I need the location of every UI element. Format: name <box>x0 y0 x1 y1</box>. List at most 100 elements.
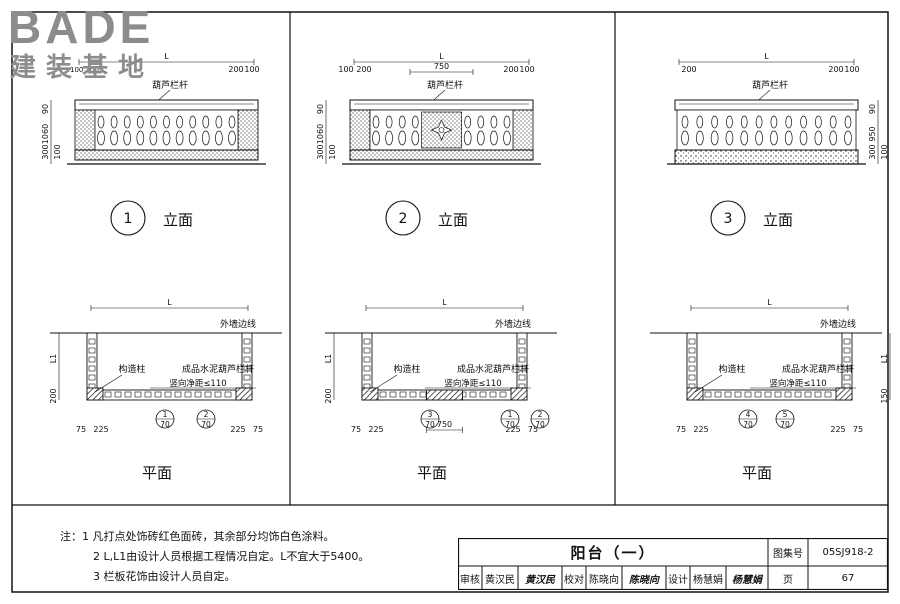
vdim-90-1: 90 <box>41 104 50 114</box>
plan-dim-75-right-2: 75 <box>528 425 538 434</box>
baluster-bulb <box>372 115 380 129</box>
plan-dim-bottom-3: 150 <box>880 388 889 403</box>
plan-baluster <box>688 356 696 363</box>
post-left-2 <box>349 109 371 151</box>
vdim-100-2: 100 <box>328 144 337 159</box>
plan-baluster <box>704 391 712 398</box>
baluster-bulb <box>740 115 748 129</box>
column-right-3 <box>835 387 853 401</box>
plan-dim-L-1: L <box>167 298 172 307</box>
plan-baluster <box>363 374 371 381</box>
vdim-main-3: 950 <box>868 126 877 141</box>
plan-baluster <box>744 391 752 398</box>
plan-baluster <box>714 391 722 398</box>
rail-label-3: 成品水泥葫芦栏杆 <box>782 363 854 375</box>
baluster-bulb <box>503 130 511 146</box>
detail-number-circle-1 <box>110 200 146 236</box>
vdim-100-1: 100 <box>53 144 62 159</box>
page-number: 67 <box>841 572 855 584</box>
plan-baluster <box>688 365 696 372</box>
elev-dim-100-right-1: 100 <box>244 65 259 74</box>
baluster-bulb <box>503 115 511 129</box>
plan-dim-bottom-2: 200 <box>324 388 333 403</box>
plan-dim-75-right-3: 75 <box>853 425 863 434</box>
plan-baluster <box>104 391 112 398</box>
baluster-bulb <box>755 115 763 129</box>
plan-dim-225-right-3: 225 <box>830 425 845 434</box>
baluster-bulb <box>464 115 472 129</box>
plan-baluster <box>784 391 792 398</box>
plan-baluster <box>184 391 192 398</box>
vdim-300-3: 300 <box>868 144 877 159</box>
elev-dim-750: 750 <box>434 62 449 71</box>
plan-baluster <box>399 391 407 398</box>
plan-baluster <box>734 391 742 398</box>
note-1: 注：1 凡打点处饰砖红色面砖，其余部分均饰白色涂料。 <box>60 527 369 547</box>
baluster-bulb <box>710 130 719 146</box>
baluster-bulb <box>149 130 158 146</box>
plan-baluster <box>88 338 96 345</box>
baluster-bulb <box>411 115 419 129</box>
plan-baluster <box>88 356 96 363</box>
column-left-3 <box>686 387 704 401</box>
post-right-2 <box>512 109 534 151</box>
logo: BADE 建装基地 <box>8 4 178 84</box>
baluster-bulb <box>176 115 183 129</box>
plan-baluster <box>363 338 371 345</box>
baluster-label-1: 葫芦栏杆 <box>152 79 188 91</box>
elev-dim-200-right-3: 200 <box>828 65 843 74</box>
design-label: 设计 <box>668 574 688 586</box>
elev-dim-100-right-2: 100 <box>519 65 534 74</box>
plan-baluster <box>88 374 96 381</box>
baluster-label-2: 葫芦栏杆 <box>427 79 463 91</box>
plan-dim-225-left-1: 225 <box>93 425 108 434</box>
baluster-bulb <box>814 130 823 146</box>
plan-baluster <box>774 391 782 398</box>
plan-baluster <box>243 356 251 363</box>
plan-baluster <box>204 391 212 398</box>
note-2: 2 L,L1由设计人员根据工程情况自定。L不宜大于5400。 <box>60 547 369 567</box>
column-right-2 <box>510 387 528 401</box>
ref-a-2-sheet: 70 <box>425 420 435 429</box>
baluster-bulb <box>476 130 485 146</box>
ref-a-1-number: 1 <box>163 410 168 419</box>
atlas-label: 图集号 <box>773 548 803 560</box>
plan-baluster <box>804 391 812 398</box>
baluster-bulb <box>136 130 145 146</box>
column-leader-2 <box>369 374 398 393</box>
plan-dim-L1-1: L1 <box>49 354 58 364</box>
baluster-bulb <box>215 115 223 129</box>
logo-watermark: 100 200 <box>70 66 99 74</box>
detail-number-circle-3 <box>710 200 746 236</box>
plan-baluster <box>363 356 371 363</box>
baluster-bulb <box>725 130 734 146</box>
baluster-bulb <box>785 115 793 129</box>
plan-baluster <box>499 391 507 398</box>
ref-b-1-number: 2 <box>204 410 209 419</box>
baluster-bulb <box>799 130 808 146</box>
note-2-text: 2 L,L1由设计人员根据工程情况自定。L不宜大于5400。 <box>93 550 370 563</box>
coping-1 <box>74 99 259 111</box>
vdim-main-1: 1060 <box>41 124 50 144</box>
baluster-bulb <box>163 115 170 129</box>
plan-baluster <box>243 338 251 345</box>
baluster-bulb <box>844 115 852 129</box>
plan-baluster <box>363 347 371 354</box>
vdim-main-2: 1060 <box>316 124 325 144</box>
title-block: 阳台（一） 图集号 05SJ918-2 审核 黄汉民 黄汉民 校对 陈晓向 陈晓… <box>458 538 888 590</box>
plan-baluster <box>379 391 387 398</box>
spacing-label-2: 竖向净距≤110 <box>444 378 501 389</box>
designer-signature: 杨慧娟 <box>732 574 762 586</box>
baluster-bulb <box>463 130 472 146</box>
plan-baluster <box>224 391 232 398</box>
plan-baluster <box>794 391 802 398</box>
elev-dim-200-left-3: 200 <box>681 65 696 74</box>
baluster-bulb <box>201 130 210 146</box>
plan-baluster <box>518 356 526 363</box>
plan-baluster <box>419 391 427 398</box>
note-3: 3 栏板花饰由设计人员自定。 <box>60 567 369 587</box>
column-left-1 <box>86 387 104 401</box>
